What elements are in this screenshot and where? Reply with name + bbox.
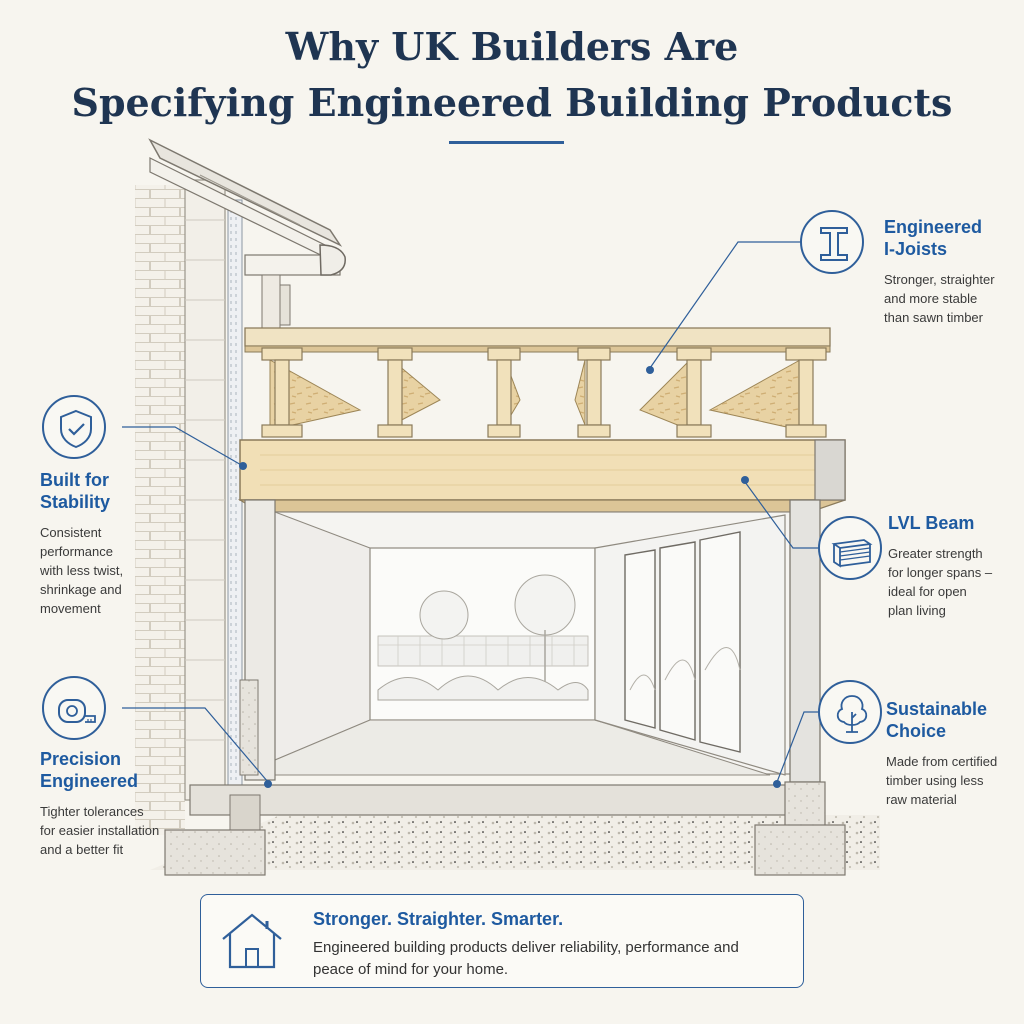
sustainable-desc-line-3: raw material xyxy=(886,792,957,807)
title-underline xyxy=(449,141,564,144)
precision-desc-line-3: and a better fit xyxy=(40,842,124,857)
precision-heading-line-1: Precision xyxy=(40,749,122,769)
lvl-desc-line-2: for longer spans – xyxy=(888,565,993,580)
sustainable-heading-line-1: Sustainable xyxy=(886,699,988,719)
floor-deck xyxy=(244,327,831,353)
i-beam-icon xyxy=(800,210,864,274)
ijoists-desc-line-2: and more stable xyxy=(884,291,978,306)
i-joists xyxy=(261,347,827,438)
stability-heading-line-2: Stability xyxy=(40,492,111,512)
tape-measure-icon xyxy=(42,676,106,740)
shield-check-icon xyxy=(42,395,106,459)
summary-heading: Stronger. Straighter. Smarter. xyxy=(313,909,564,929)
stability-desc-line-2: performance xyxy=(40,544,113,559)
sustainable-heading-line-2: Choice xyxy=(886,721,947,741)
stability-desc-line-1: Consistent xyxy=(40,525,102,540)
house-icon xyxy=(222,913,282,969)
ijoists-desc-line-1: Stronger, straighter xyxy=(884,272,995,287)
precision-heading-line-2: Engineered xyxy=(40,771,139,791)
precision-desc-line-1: Tighter tolerances xyxy=(40,804,144,819)
summary-body: Engineered building products deliver rel… xyxy=(313,939,739,978)
precision-desc-line-2: for easier installation xyxy=(40,823,160,838)
ijoists-heading-line-2: I-Joists xyxy=(884,239,948,259)
lvl-desc-line-1: Greater strength xyxy=(888,546,983,561)
page-title-line-1: Why UK Builders Are xyxy=(285,24,739,69)
stability-desc-line-3: with less twist, xyxy=(40,563,124,578)
ijoists-heading-line-1: Engineered xyxy=(884,217,983,237)
interior-room xyxy=(274,511,796,776)
lvl-heading: LVL Beam xyxy=(888,513,975,533)
lvl-beam xyxy=(237,439,846,513)
tree-icon xyxy=(818,680,882,744)
ijoists-desc-line-3: than sawn timber xyxy=(884,310,983,325)
layered-beam-icon xyxy=(818,516,882,580)
callout-leader-lines xyxy=(122,241,818,788)
callout-lvl: LVL Beam Greater strength for longer span… xyxy=(888,512,1020,620)
stability-desc-line-4: shrinkage and xyxy=(40,582,122,597)
stability-heading-line-1: Built for xyxy=(40,470,109,490)
sustainable-desc-line-2: timber using less xyxy=(886,773,984,788)
page-title-line-2: Specifying Engineered Building Products xyxy=(71,80,953,125)
stability-desc-line-5: movement xyxy=(40,601,101,616)
roof-eaves xyxy=(148,138,346,331)
lvl-desc-line-3: ideal for open xyxy=(888,584,967,599)
lvl-desc-line-4: plan living xyxy=(888,603,946,618)
brick-wall xyxy=(135,179,243,835)
sustainable-desc-line-1: Made from certified xyxy=(886,754,998,769)
gravel-ground xyxy=(150,815,880,870)
foundations xyxy=(164,781,846,876)
summary-box: Stronger. Straighter. Smarter. Engineere… xyxy=(200,894,804,988)
